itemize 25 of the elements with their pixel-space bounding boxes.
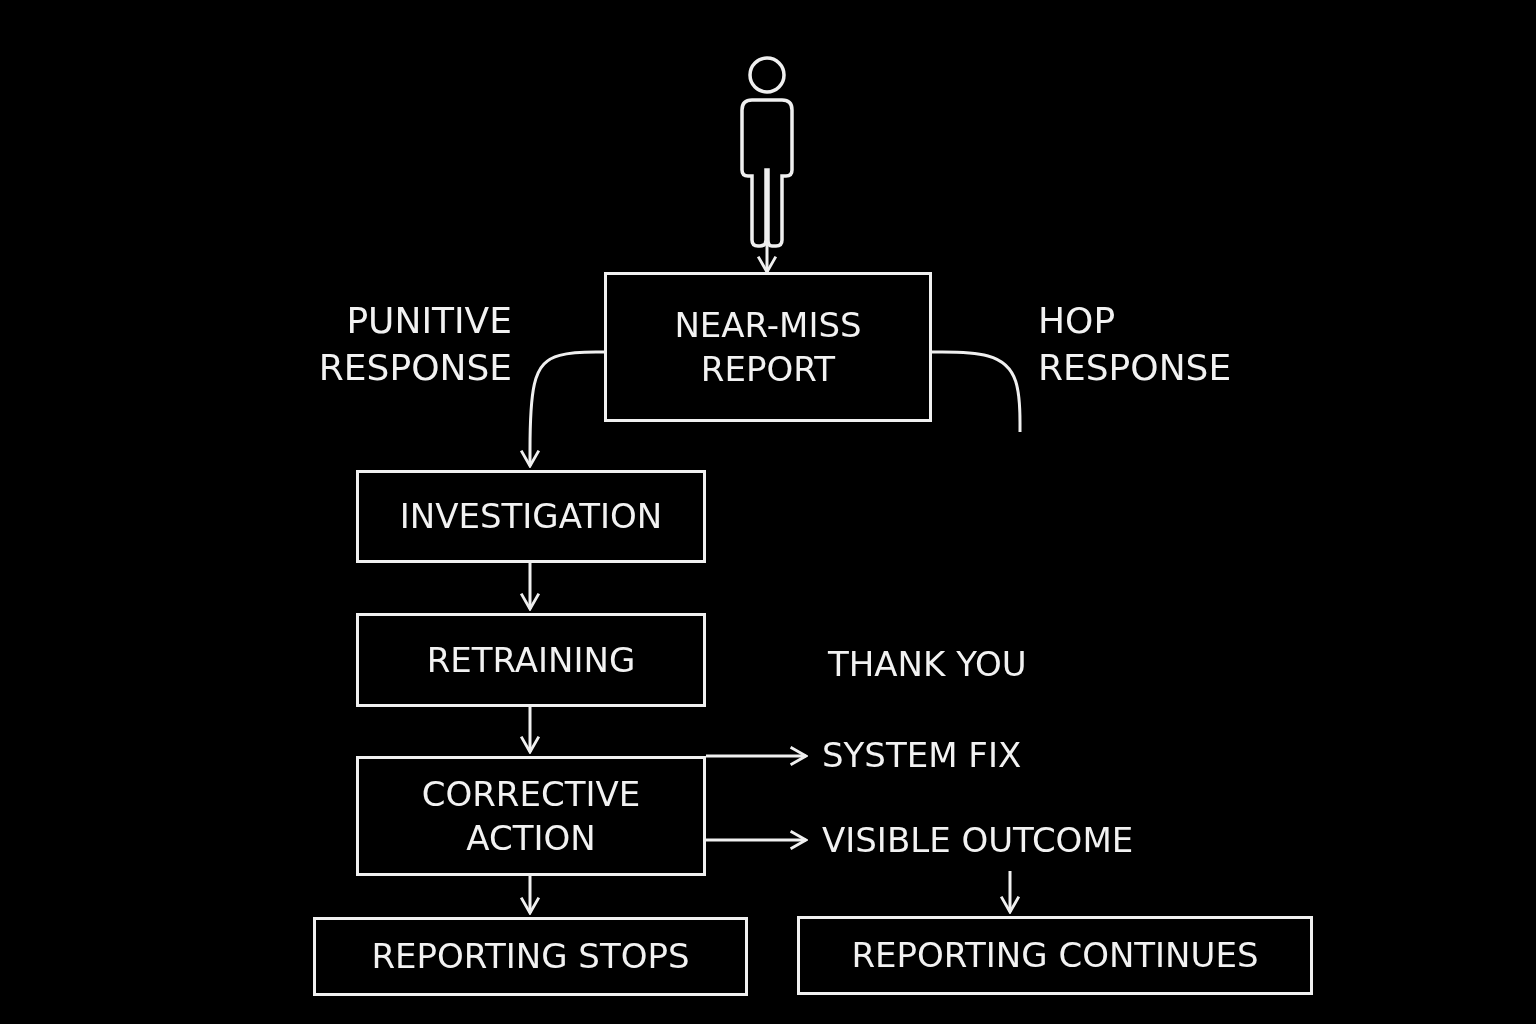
note-text: THANK YOU: [828, 643, 1027, 686]
process-box: [356, 756, 706, 876]
process-box: [604, 272, 932, 422]
arrow: [519, 707, 541, 754]
arrow: [706, 829, 808, 851]
edge-label: HOP RESPONSE: [1038, 299, 1233, 390]
box-label: CORRECTIVE ACTION: [420, 772, 642, 860]
box-label: RETRAINING: [426, 638, 636, 682]
box-label: REPORTING STOPS: [371, 935, 690, 979]
process-box: [356, 470, 706, 563]
outcome-text: VISIBLE OUTCOME: [822, 818, 1134, 862]
outcome-text: SYSTEM FIX: [822, 733, 1022, 777]
arrow: [519, 563, 541, 611]
box-label: NEAR-MISS REPORT: [673, 303, 863, 391]
edge-label: PUNITIVE RESPONSE: [317, 299, 512, 390]
arrow: [999, 871, 1021, 914]
box-label: INVESTIGATION: [399, 495, 663, 539]
process-box: [313, 917, 748, 996]
process-box: [356, 613, 706, 707]
arrow: [519, 876, 541, 915]
box-label: REPORTING CONTINUES: [851, 934, 1259, 978]
arrow: [706, 745, 808, 767]
connector-line: [932, 350, 1022, 432]
arrow: [519, 350, 604, 468]
process-box: [797, 916, 1313, 995]
